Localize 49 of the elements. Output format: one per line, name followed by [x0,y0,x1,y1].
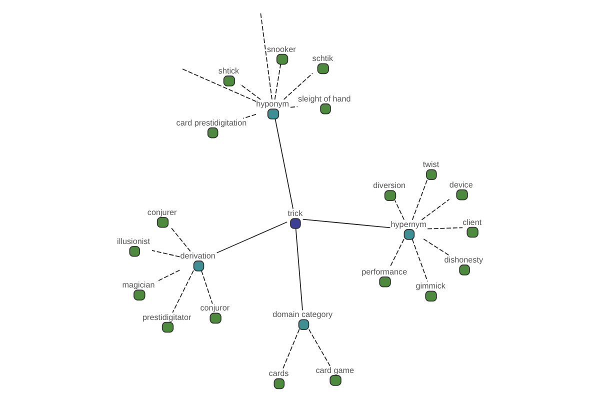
connector [260,12,272,100]
node-label: conjuror [200,304,230,313]
connector [239,84,260,100]
connector [282,72,312,100]
node-label: hyponym [256,99,289,108]
connector [282,328,300,370]
node-label: conjurer [146,208,176,217]
node-label: sleight of hand [298,94,350,104]
connector [274,118,294,210]
connector [422,238,450,256]
node-label: diversion [372,181,406,190]
connector [294,228,302,311]
node-label: twist [422,160,439,170]
node-label: dishonesty [444,255,483,264]
node-label: hypernym [390,220,426,229]
node-label: snooker [266,44,296,54]
connector [426,227,463,230]
connector [290,106,298,108]
node-label: schtik [312,54,333,64]
connector [156,270,180,282]
connector [420,198,450,220]
node-label: domain category [272,310,332,320]
node-label: trick [287,208,302,218]
node-label: gimmick [415,282,445,291]
node-label: card prestidigitation [176,118,246,128]
node-label: shtick [218,66,239,76]
connector [411,178,428,220]
node-label: magician [122,280,154,290]
connector [302,218,390,228]
connector [200,270,212,304]
node-label: client [462,218,482,227]
connector [170,226,190,252]
connector [308,328,330,366]
connector [388,238,404,268]
node-label: prestidigitator [142,312,191,322]
connector [216,222,288,254]
connector [394,200,404,220]
connector [181,68,256,102]
node-label: card game [315,366,354,375]
connector [151,250,180,258]
connector [242,114,256,119]
node-label: device [448,180,472,190]
node-label: derivation [180,251,215,260]
node-label: illusionist [116,236,150,246]
connector [411,238,428,282]
node-label: cards [268,369,288,378]
node-label: performance [361,267,407,276]
connector [274,64,281,100]
connector [172,270,194,314]
